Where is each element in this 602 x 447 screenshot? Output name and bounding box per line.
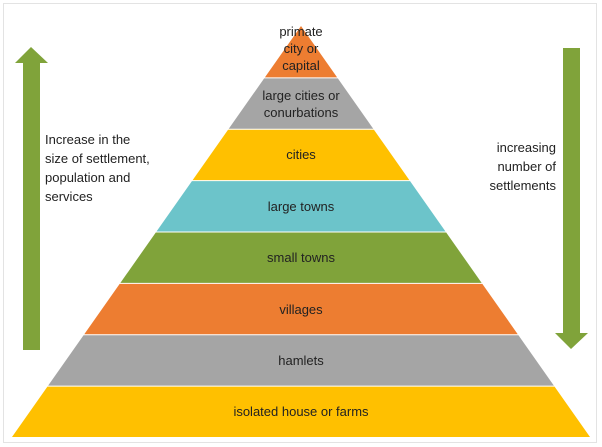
caption-line: population and [45, 170, 131, 185]
frame [3, 3, 597, 443]
tier-label: cities [0, 146, 602, 163]
tier-label-line: isolated house or farms [233, 404, 369, 420]
pyramid-tier-villages [84, 283, 518, 335]
tier-label-line: large cities or [262, 87, 340, 103]
pyramid-tier-small-towns [120, 232, 482, 283]
pyramid-tier-isolated-house-or-farms [12, 386, 590, 437]
pyramid-tier-large-cities-or-conurbations [228, 78, 374, 129]
caption-line: services [45, 189, 93, 204]
pyramid-tier-primate-city-or-capital [264, 26, 338, 78]
tier-label: isolated house or farms [0, 403, 602, 420]
pyramid-tier-hamlets [48, 335, 554, 386]
tier-label: large towns [0, 198, 602, 215]
caption-line: Increase in the [45, 132, 131, 147]
tier-label-line: conurbations [263, 104, 339, 120]
caption-line: number of [497, 159, 556, 174]
tier-label-line: cities [286, 147, 316, 163]
tier-label-line: capital [282, 58, 320, 74]
caption-line: size of settlement, [45, 151, 150, 166]
tier-label-line: city or [283, 41, 319, 57]
right-arrow-caption: increasing number of settlements [490, 138, 556, 195]
tier-label: hamlets [0, 352, 602, 369]
tier-label-line: small towns [267, 250, 335, 266]
tier-label-line: villages [279, 301, 323, 317]
up-arrow-icon [15, 47, 48, 350]
pyramid-tier-cities [192, 129, 410, 181]
pyramid-tier-large-towns [156, 181, 446, 232]
caption-line: settlements [489, 178, 556, 193]
left-arrow-caption: Increase in the size of settlement, popu… [45, 130, 150, 206]
caption-line: increasing [496, 140, 556, 155]
down-arrow-icon [555, 48, 588, 349]
tier-label-line: primate [279, 24, 323, 40]
tier-label-line: hamlets [278, 352, 324, 368]
tier-label-line: large towns [267, 198, 335, 214]
tier-label: villages [0, 301, 602, 318]
tier-label: small towns [0, 249, 602, 266]
